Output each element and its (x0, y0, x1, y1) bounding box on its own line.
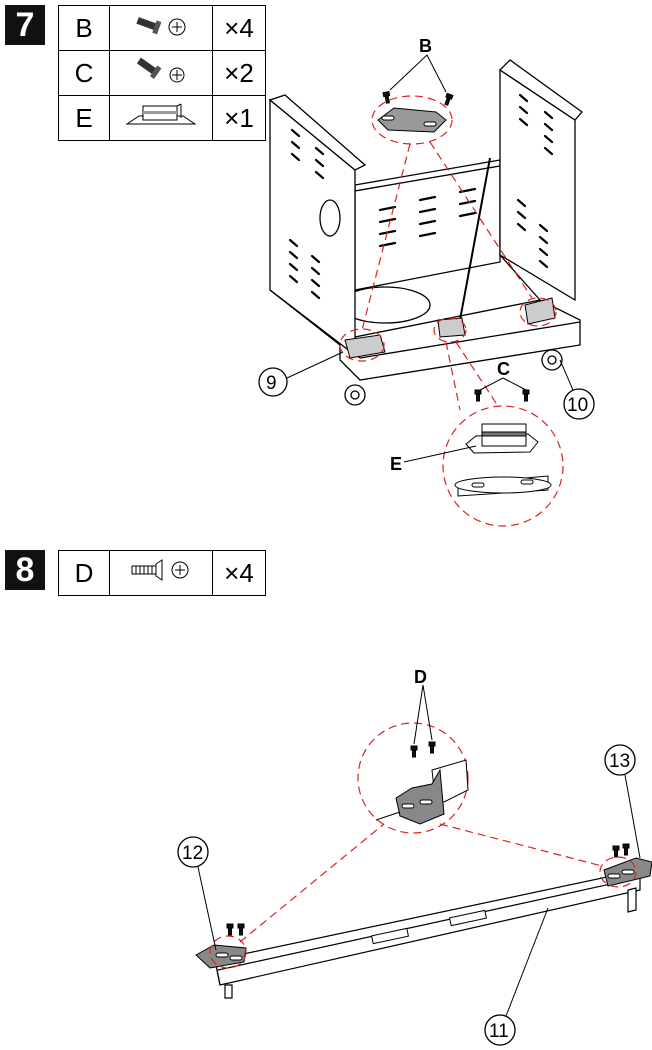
front-rail (215, 870, 640, 998)
leader-line (404, 446, 476, 462)
svg-text:10: 10 (567, 395, 588, 416)
svg-text:13: 13 (609, 751, 630, 772)
callout-label-c: C (497, 359, 510, 379)
part-number-callout: 11 (485, 908, 548, 1045)
part-number-callout: 12 (178, 837, 216, 950)
part-number-callout: 13 (605, 745, 640, 858)
part-number-callout: 9 (259, 352, 343, 396)
callout-label-e: E (390, 454, 402, 474)
part-number-callout: 10 (560, 360, 594, 419)
svg-text:11: 11 (489, 1021, 509, 1042)
svg-text:9: 9 (266, 373, 277, 394)
caster-wheel (345, 385, 365, 405)
svg-text:12: 12 (182, 843, 203, 864)
callout-label-b: B (419, 36, 432, 56)
callout-label-d: D (414, 667, 427, 687)
bracket-detail (378, 55, 453, 132)
magnet-detail (455, 378, 551, 496)
bracket-detail (376, 685, 468, 824)
caster-wheel (542, 350, 562, 370)
